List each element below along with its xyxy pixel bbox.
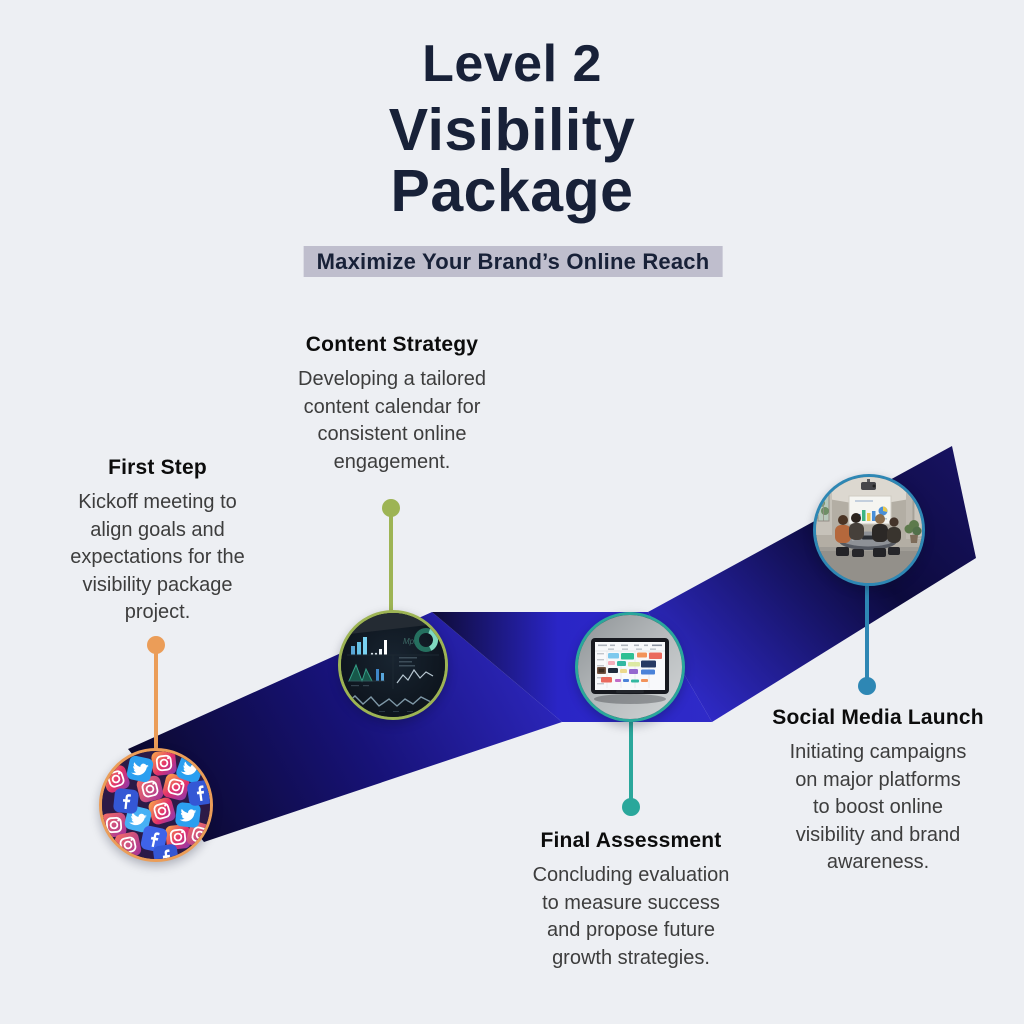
ribbon-segment-lower-left [128,612,562,842]
content-strategy-dot [382,499,400,517]
step-final-assessment-description: Concluding evaluation to measure success… [532,864,730,969]
first-step-photo [99,748,213,862]
twitter-icon [124,755,204,833]
step-social-media-launch-block: Social Media Launch Initiating campaigns… [752,706,1004,877]
step-social-media-launch-description: Initiating campaigns on major platforms … [789,741,967,873]
step-social-media-launch-title: Social Media Launch [772,706,984,729]
step-content-strategy-description: Developing a tailored content calendar f… [298,368,486,473]
meeting-room-image [816,477,922,583]
step-content-strategy-title: Content Strategy [305,333,479,356]
step-content-strategy-block: Content Strategy Developing a tailored c… [272,333,512,476]
step-final-assessment-title: Final Assessment [540,829,722,852]
bar-chart-icon [351,637,387,656]
step-first-step-title: First Step [108,456,207,479]
social-media-launch-photo [813,474,925,586]
analytics-dashboard-image: Mph [341,613,445,717]
area-chart-icon [348,663,385,687]
step-first-step-description: Kickoff meeting to align goals and expec… [70,491,245,623]
plant [904,520,922,543]
final-assessment-dot [622,798,640,816]
ribbon-segment-upper-right [648,446,976,722]
page-title: Visibility Package [388,97,636,224]
connector-content-strategy [382,499,400,614]
tagline-bar: Maximize Your Brand’s Online Reach [303,246,723,277]
office-chairs [836,547,900,557]
social-media-icons-image [102,751,210,859]
social-media-launch-dot [858,677,876,695]
connector-final-assessment [622,717,640,816]
facebook-icon [113,780,210,859]
first-step-dot [147,636,165,654]
line-chart-icon [396,657,434,684]
projector [861,479,876,490]
calendar-laptop-image [578,615,682,719]
level-label: Level 2 [422,35,602,93]
tagline-text: Maximize Your Brand’s Online Reach [316,249,710,274]
calendar-events [597,652,662,683]
content-strategy-photo: Mph [338,610,448,720]
header: Level 2 Visibility Package [0,36,1024,222]
step-first-step-block: First Step Kickoff meeting to align goal… [40,456,275,627]
step-final-assessment-block: Final Assessment Concluding evaluation t… [505,829,757,972]
people-silhouettes [835,513,901,543]
svg-text:Mph: Mph [403,637,419,646]
donut-chart-icon [414,628,438,652]
connector-social-media-launch [858,582,876,695]
final-assessment-photo [575,612,685,722]
calendar-toolbar [598,644,662,647]
connector-first-step [147,636,165,753]
